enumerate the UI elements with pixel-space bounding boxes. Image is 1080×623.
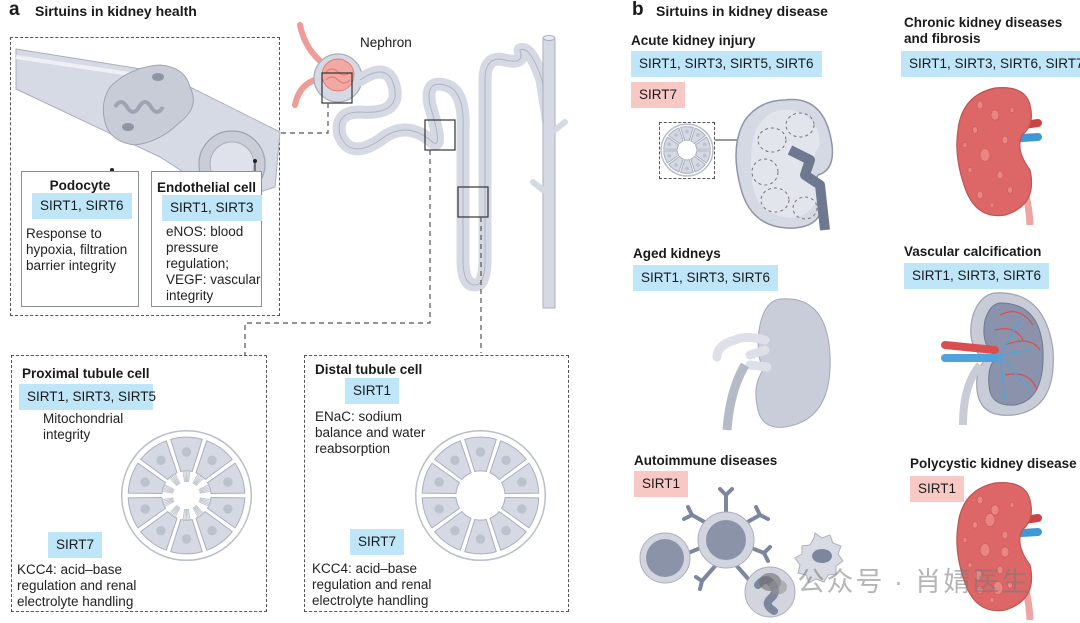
podocyte-heading: Podocyte	[49, 178, 111, 193]
distal-tubule-cross-section	[414, 429, 547, 562]
acute-detrimental-badge: SIRT7	[631, 82, 686, 108]
description-line: VEGF: vascular	[166, 272, 261, 287]
distal-description-bottom: KCC4: acid–base regulation and renal ele…	[312, 561, 431, 609]
description-line: reabsorption	[315, 441, 391, 456]
aged-heading: Aged kidneys	[633, 246, 721, 261]
description-line: KCC4: acid–base	[312, 561, 418, 576]
acute-tubule-cross-section	[660, 123, 714, 177]
endothelial-heading: Endothelial cell	[156, 180, 257, 195]
description-line: hypoxia, filtration	[26, 242, 128, 257]
glomerulus-detail-box	[10, 37, 280, 316]
distal-description-top: ENaC: sodium balance and water reabsorpt…	[315, 409, 425, 457]
proximal-sirtuin-badge-top: SIRT1, SIRT3, SIRT5	[19, 384, 156, 410]
immune-cells-illustration	[639, 487, 844, 618]
glomerulus-highlight-box	[321, 72, 353, 104]
acute-inset-box	[659, 122, 715, 179]
endothelial-sirtuin-badge: SIRT1, SIRT3	[162, 195, 262, 221]
endothelial-description: eNOS: blood pressure regulation; VEGF: v…	[166, 224, 261, 304]
description-line: integrity	[166, 288, 214, 303]
description-line: barrier integrity	[26, 258, 117, 273]
vascular-heading: Vascular calcification	[904, 244, 1042, 259]
epithelial-cell	[694, 150, 711, 164]
description-line: electrolyte handling	[312, 593, 429, 608]
podocyte-sirtuin-badge: SIRT1, SIRT6	[32, 193, 132, 219]
heading-line: Chronic kidney diseases	[904, 15, 1063, 30]
podocyte-description: Response to hypoxia, filtration barrier …	[26, 226, 127, 274]
polycystic-kidney-illustration	[956, 482, 1042, 621]
polycystic-detrimental-badge: SIRT1	[910, 476, 965, 502]
panel-a-letter: a	[9, 0, 20, 20]
epithelial-cell	[694, 136, 711, 150]
description-line: KCC4: acid–base	[17, 562, 123, 577]
nephron-illustration	[292, 22, 568, 309]
epithelial-cell	[680, 159, 694, 174]
description-line: eNOS: blood	[166, 224, 244, 239]
vascular-protective-badge: SIRT1, SIRT3, SIRT6	[904, 263, 1050, 289]
aged-protective-badge: SIRT1, SIRT3, SIRT6	[633, 265, 779, 291]
distal-sirtuin-badge-bottom: SIRT7	[350, 529, 405, 555]
description-line: balance and water	[315, 425, 426, 440]
description-line: pressure	[166, 240, 219, 255]
distal-sirtuin-badge-top: SIRT1	[345, 378, 400, 404]
proximal-heading: Proximal tubule cell	[22, 366, 150, 381]
description-line: Response to	[26, 226, 102, 241]
watermark: 公众号 · 肖婧医生	[758, 560, 1031, 599]
distal-highlight-box	[457, 186, 489, 218]
proximal-sirtuin-badge-bottom: SIRT7	[48, 532, 103, 558]
chronic-heading: Chronic kidney diseases and fibrosis	[904, 15, 1062, 47]
proximal-highlight-box	[424, 119, 456, 151]
autoimmune-detrimental-badge: SIRT1	[634, 471, 689, 497]
epithelial-cell	[663, 136, 680, 150]
proximal-description-top: Mitochondrial integrity	[43, 411, 123, 443]
wechat-icon	[758, 571, 788, 597]
watermark-text: 公众号 · 肖婧医生	[797, 567, 1031, 597]
description-line: regulation and renal	[312, 577, 432, 592]
proximal-description-bottom: KCC4: acid–base regulation and renal ele…	[17, 562, 136, 610]
description-line: electrolyte handling	[17, 594, 134, 609]
acute-kidney-illustration	[715, 98, 834, 231]
panel-b-letter: b	[632, 0, 644, 20]
acute-protective-badge: SIRT1, SIRT3, SIRT5, SIRT6	[631, 51, 822, 77]
description-line: regulation and renal	[17, 578, 137, 593]
acute-heading: Acute kidney injury	[631, 33, 756, 48]
connector-lines	[244, 103, 482, 355]
distal-tubule-box	[304, 355, 569, 612]
polycystic-heading: Polycystic kidney disease	[910, 456, 1077, 471]
epithelial-cell	[680, 126, 694, 141]
proximal-tubule-box	[11, 355, 267, 612]
proximal-tubule-cross-section	[120, 429, 253, 562]
description-line: ENaC: sodium	[315, 409, 403, 424]
distal-heading: Distal tubule cell	[315, 362, 423, 377]
description-line: Mitochondrial	[43, 411, 124, 426]
nephron-label: Nephron	[360, 35, 412, 50]
chronic-protective-badge: SIRT1, SIRT3, SIRT6, SIRT7	[901, 51, 1080, 77]
panel-b-title: Sirtuins in kidney disease	[656, 3, 828, 19]
vascular-kidney-illustration	[941, 292, 1054, 426]
kidney-body	[956, 87, 1033, 217]
fibrotic-kidney-illustration	[956, 87, 1042, 226]
heading-line: and fibrosis	[904, 31, 981, 46]
neutrophil-cell	[744, 566, 796, 618]
description-line: regulation;	[166, 256, 230, 271]
epithelial-cell	[663, 150, 680, 164]
aged-kidney-illustration	[712, 298, 831, 431]
endothelial-card	[151, 171, 262, 307]
panel-a-title: Sirtuins in kidney health	[35, 3, 197, 19]
description-line: integrity	[43, 427, 91, 442]
autoimmune-heading: Autoimmune diseases	[634, 453, 778, 468]
